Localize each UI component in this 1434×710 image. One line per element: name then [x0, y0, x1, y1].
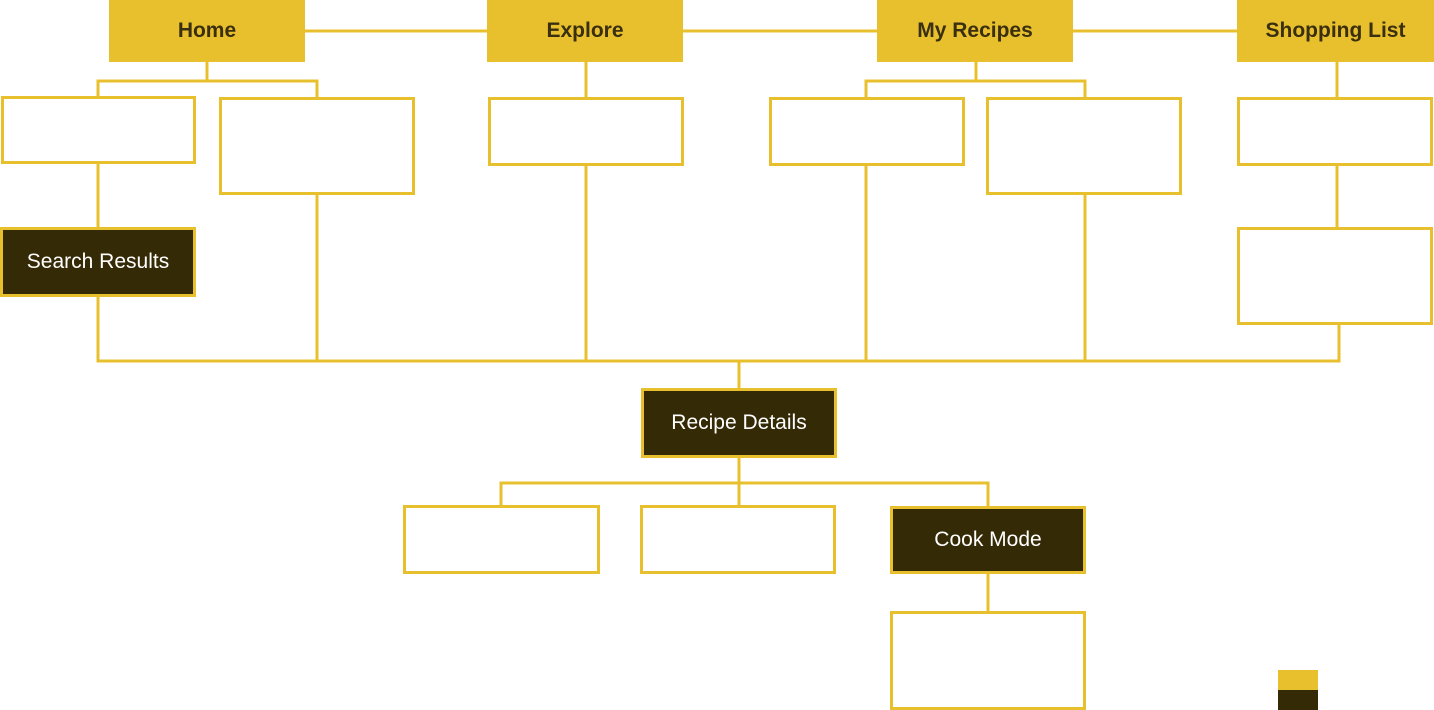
explore-child-screen — [488, 97, 684, 166]
home-child-screen-2 — [219, 97, 415, 195]
cook-mode-node: Cook Mode — [890, 506, 1086, 574]
nav-my-recipes-label: My Recipes — [917, 19, 1033, 42]
cook-mode-label: Cook Mode — [934, 528, 1042, 551]
nav-my-recipes[interactable]: My Recipes — [877, 0, 1073, 62]
nav-shopping-list-label: Shopping List — [1265, 19, 1406, 42]
recipe-details-child-screen-1 — [403, 505, 600, 574]
cook-mode-child-screen — [890, 611, 1086, 710]
legend-swatch-key-screen — [1278, 690, 1318, 710]
nav-home-label: Home — [177, 19, 237, 42]
shopping-list-child-screen-1 — [1237, 97, 1433, 166]
legend-swatch-nav — [1278, 670, 1318, 690]
recipe-details-node: Recipe Details — [641, 388, 837, 458]
recipe-details-label: Recipe Details — [671, 411, 807, 434]
my-recipes-child-screen-2 — [986, 97, 1182, 195]
nav-shopping-list[interactable]: Shopping List — [1237, 0, 1434, 62]
search-results-node: Search Results — [0, 227, 196, 297]
nav-explore-label: Explore — [546, 19, 624, 42]
shopping-list-child-screen-2 — [1237, 227, 1433, 325]
home-child-screen-1 — [1, 96, 196, 164]
search-results-label: Search Results — [26, 250, 170, 273]
my-recipes-child-screen-1 — [769, 97, 965, 166]
nav-home[interactable]: Home — [109, 0, 305, 62]
recipe-details-child-screen-2 — [640, 505, 836, 574]
nav-explore[interactable]: Explore — [487, 0, 683, 62]
